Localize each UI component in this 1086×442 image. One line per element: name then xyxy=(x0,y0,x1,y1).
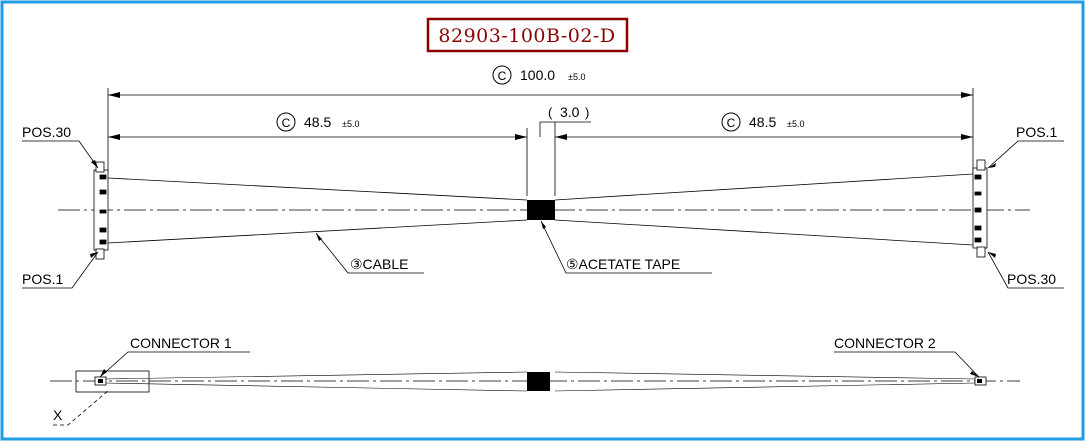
right-dimension: C 48.5 ±5.0 xyxy=(555,112,973,140)
right-bottom-pos-label: POS.30 xyxy=(1007,271,1056,287)
side-acetate-tape xyxy=(527,372,550,391)
overall-dimension-value: 100.0 xyxy=(520,67,555,83)
overall-dimension: C 100.0 ±5.0 xyxy=(108,65,973,98)
svg-text:): ) xyxy=(585,105,589,120)
critical-symbol-letter: C xyxy=(727,116,736,130)
side-cable-outline xyxy=(103,371,977,392)
left-dimension-tolerance: ±5.0 xyxy=(342,119,359,129)
acetate-tape xyxy=(527,200,555,220)
connector-callouts: CONNECTOR 1 CONNECTOR 2 xyxy=(99,335,980,378)
cable-label: ③CABLE xyxy=(350,256,408,272)
pos-labels: POS.30 POS.1 POS.1 POS.30 xyxy=(22,124,1064,289)
right-top-pos-label: POS.1 xyxy=(1016,124,1057,140)
part-number: 82903-100B-02-D xyxy=(438,25,615,47)
critical-symbol-letter: C xyxy=(498,69,507,83)
critical-symbol xyxy=(276,112,296,132)
connector-1-side xyxy=(94,376,107,386)
left-top-pos-label: POS.30 xyxy=(22,124,71,140)
cable-outline xyxy=(107,173,974,246)
left-bottom-pos-label: POS.1 xyxy=(22,271,63,287)
part-number-box: 82903-100B-02-D xyxy=(426,17,629,53)
connector-2-side xyxy=(974,376,987,386)
right-dimension-tolerance: ±5.0 xyxy=(787,119,804,129)
tape-width-value: 3.0 xyxy=(560,104,580,120)
tape-label: ⑤ACETATE TAPE xyxy=(566,256,680,272)
left-dimension-value: 48.5 xyxy=(304,114,331,130)
critical-symbol-letter: C xyxy=(282,116,291,130)
critical-symbol xyxy=(492,65,512,85)
overall-dimension-tolerance: ±5.0 xyxy=(568,72,585,82)
left-dimension: C 48.5 ±5.0 xyxy=(108,112,527,140)
critical-symbol xyxy=(721,112,741,132)
tape-width-dimension: ( 3.0 ) xyxy=(548,104,589,120)
svg-text:(: ( xyxy=(548,105,553,120)
detail-box xyxy=(75,370,150,393)
cable-callout: ③CABLE xyxy=(315,232,424,274)
extension-lines xyxy=(107,88,974,196)
connector-right-top xyxy=(972,159,988,258)
detail-label: X xyxy=(53,407,63,423)
right-dimension-value: 48.5 xyxy=(749,114,776,130)
connector-left-top xyxy=(93,161,109,260)
connector-2-label: CONNECTOR 2 xyxy=(834,335,936,351)
connector-1-label: CONNECTOR 1 xyxy=(130,335,232,351)
detail-callout: X xyxy=(53,389,110,426)
tape-callout: ⑤ACETATE TAPE xyxy=(540,220,712,274)
